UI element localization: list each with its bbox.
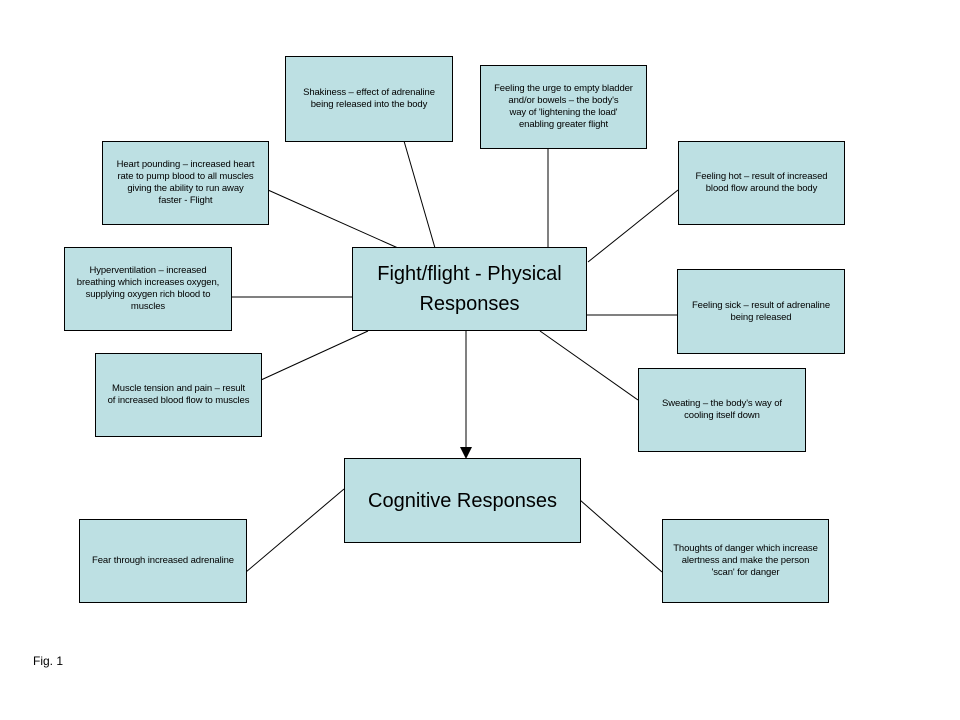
title-physical-responses: Fight/flight - Physical Responses (377, 263, 562, 315)
text-sick: Feeling sick – result of adrenaline bein… (691, 299, 831, 323)
text-sweating: Sweating – the body's way of cooling its… (662, 398, 782, 421)
arrow-head-icon (460, 447, 472, 459)
text-muscle: Muscle tension and pain – result of incr… (107, 383, 250, 406)
figure-caption: Fig. 1 (33, 654, 64, 668)
box-physical-responses: Fight/flight - Physical Responses (352, 247, 587, 331)
box-shakiness: Shakiness – effect of adrenaline being r… (285, 56, 453, 142)
box-hyperventilation: Hyperventilation – increased breathing w… (64, 247, 232, 331)
box-cognitive-responses: Cognitive Responses (344, 458, 581, 543)
connector-sweating (539, 330, 639, 401)
text-danger: Thoughts of danger which increase alertn… (673, 543, 818, 578)
box-muscle: Muscle tension and pain – result of incr… (95, 353, 262, 437)
box-danger: Thoughts of danger which increase alertn… (662, 519, 829, 603)
box-fear: Fear through increased adrenaline (79, 519, 247, 603)
connector-shakiness (403, 140, 436, 249)
connector-muscle (260, 330, 369, 381)
text-heart: Heart pounding – increased heart rate to… (116, 159, 255, 206)
connector-hot (587, 189, 679, 263)
connector-heart (267, 189, 399, 249)
box-hot: Feeling hot – result of increased blood … (678, 141, 845, 225)
box-sweating: Sweating – the body's way of cooling its… (638, 368, 806, 452)
box-sick: Feeling sick – result of adrenaline bein… (677, 269, 845, 354)
text-hot: Feeling hot – result of increased blood … (695, 171, 828, 194)
text-hyperventilation: Hyperventilation – increased breathing w… (76, 265, 220, 312)
title-cognitive-responses: Cognitive Responses (368, 489, 557, 512)
text-bladder: Feeling the urge to empty bladder and/or… (494, 83, 633, 130)
connector-danger (579, 499, 663, 573)
box-bladder: Feeling the urge to empty bladder and/or… (480, 65, 647, 149)
box-heart: Heart pounding – increased heart rate to… (102, 141, 269, 225)
text-shakiness: Shakiness – effect of adrenaline being r… (303, 87, 435, 110)
text-fear: Fear through increased adrenaline (92, 555, 234, 566)
connector-fear (245, 488, 345, 573)
